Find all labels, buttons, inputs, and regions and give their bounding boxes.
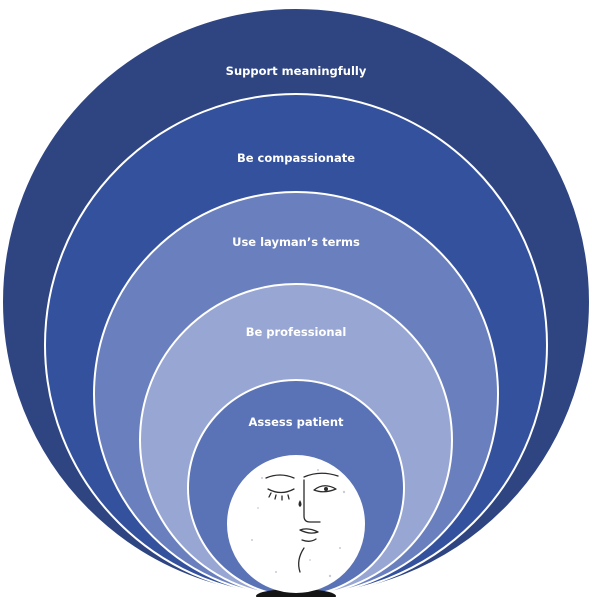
base-shadow: [256, 589, 336, 597]
face-sketch-icon: [251, 469, 346, 578]
ring-label-assess-patient: Assess patient: [249, 415, 345, 429]
ring-label-use-laymans-terms: Use layman’s terms: [232, 235, 360, 249]
ring-label-support-meaningfully: Support meaningfully: [226, 64, 367, 78]
ring-label-be-compassionate: Be compassionate: [237, 151, 355, 165]
center-circle: [227, 455, 365, 593]
ring-label-be-professional: Be professional: [246, 325, 347, 339]
